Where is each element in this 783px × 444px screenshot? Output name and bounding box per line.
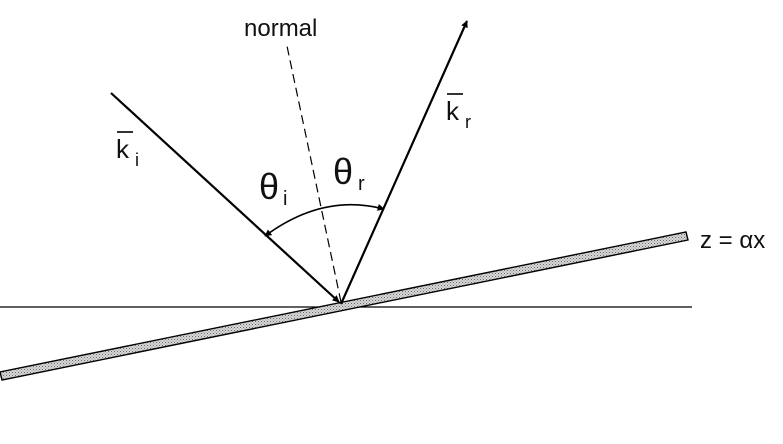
normal-label: normal <box>244 15 317 42</box>
theta-r-label: θ r <box>333 151 365 195</box>
incident-subscript: i <box>135 150 139 170</box>
incident-ray <box>110 92 340 303</box>
reflected-ray <box>339 20 469 305</box>
normal-line <box>286 45 342 303</box>
incident-vector-label: k i <box>116 131 139 170</box>
theta-r-subscript: r <box>358 173 365 195</box>
tilted-surface <box>0 231 689 381</box>
reflected-k-symbol: k <box>446 96 460 126</box>
surface-equation-label: z = αx <box>700 227 765 254</box>
theta-i-subscript: i <box>283 188 287 210</box>
incident-k-symbol: k <box>116 134 130 164</box>
reflected-subscript: r <box>465 112 471 132</box>
theta-r-symbol: θ <box>333 151 353 192</box>
theta-i-symbol: θ <box>259 166 279 207</box>
theta-i-label: θ i <box>259 166 287 210</box>
angle-arc <box>264 203 385 237</box>
reflected-vector-label: k r <box>446 93 471 132</box>
